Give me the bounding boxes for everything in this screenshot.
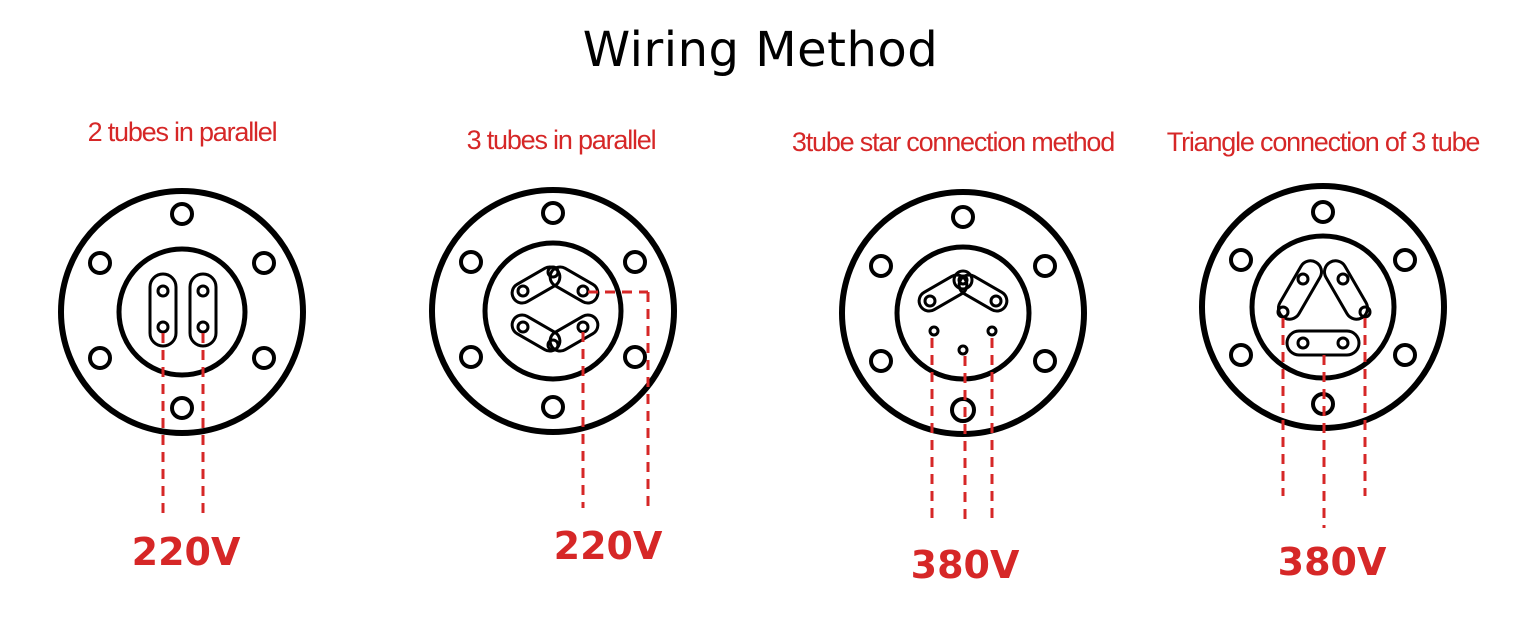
panel-3-caption: 3tube star connection method <box>791 127 1115 157</box>
wire-leads <box>930 338 994 524</box>
panel-3-voltage: 380V <box>910 543 1020 587</box>
panel-4-voltage: 380V <box>1277 540 1387 584</box>
panel-2-voltage: 220V <box>553 524 663 568</box>
tube-terminals <box>1276 259 1372 357</box>
panel-1-caption: 2 tubes in parallel <box>87 117 278 147</box>
tube-terminals <box>917 269 1009 356</box>
panel-2-caption: 3 tubes in parallel <box>466 125 657 155</box>
panel-4-caption: Triangle connection of 3 tube <box>1166 127 1481 157</box>
flange-outer <box>58 188 306 436</box>
flange-inner <box>482 240 624 382</box>
panel-1-voltage: 220V <box>131 530 241 574</box>
wire-leads <box>161 333 205 515</box>
panel-2-diagram <box>429 187 677 508</box>
bolt-holes <box>88 202 276 420</box>
flange-inner <box>894 244 1032 382</box>
wire-leads <box>1281 318 1367 528</box>
tube-terminals <box>148 272 218 348</box>
tube-terminals <box>510 265 600 353</box>
panel-3-diagram <box>839 189 1087 524</box>
wire-leads <box>581 290 650 508</box>
bolt-holes <box>869 205 1057 423</box>
flange-inner <box>116 246 248 378</box>
flange-outer <box>839 189 1087 437</box>
page-title: Wiring Method <box>582 22 939 78</box>
flange-outer <box>429 187 677 435</box>
panel-1-diagram <box>58 188 306 515</box>
bolt-holes <box>459 201 647 419</box>
panel-4-diagram <box>1199 183 1447 528</box>
